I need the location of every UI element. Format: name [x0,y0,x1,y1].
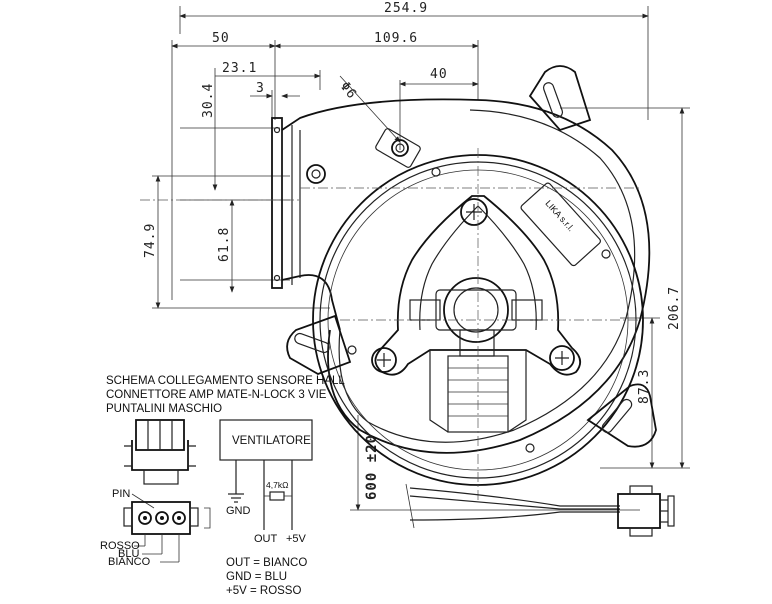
legend-out: OUT = BIANCO [226,557,307,569]
pin-bianco [172,511,186,525]
dim-overall-width: 254.9 [384,1,428,16]
dimension-labels: 254.9 50 109.6 23.1 40 3 30.4 Φ6 74.9 61… [143,1,682,500]
blower-body: LIKA s.r.l. [140,65,657,500]
motor-hub [443,277,509,343]
plus5v-label: +5V [286,533,307,545]
hall-sensor-boss [375,128,421,168]
legend-gnd: GND = BLU [226,571,287,583]
dim-3: 3 [256,81,265,96]
cable-assembly [405,483,675,537]
mount-tab-right [586,383,657,448]
wire-bianco-label: BIANCO [108,556,151,568]
dim-74-9: 74.9 [143,223,158,258]
dim-50: 50 [212,31,230,46]
legend-5v: +5V = ROSSO [226,585,301,597]
dim-phi6: Φ6 [337,79,360,102]
schema-title-line1: SCHEMA COLLEGAMENTO SENSORE HALL [106,375,345,387]
label-plate-text: LIKA s.r.l. [543,198,576,233]
pin-rosso [138,511,152,525]
mount-tab-top [528,65,592,132]
cable-connector [617,493,661,529]
dim-40: 40 [430,67,448,82]
wire-rosso-label: ROSSO [100,540,140,552]
wire-legend: OUT = BIANCO GND = BLU +5V = ROSSO [226,557,307,597]
connector-side-view [124,419,196,485]
dim-cable-length: 600 ±20 [364,434,380,500]
dim-61-8: 61.8 [217,227,232,262]
dim-109-6: 109.6 [374,31,418,46]
pin-blu [155,511,169,525]
pin-label: PIN [112,488,130,500]
wiring-schema: SCHEMA COLLEGAMENTO SENSORE HALL CONNETT… [100,375,345,597]
mount-tab-left [286,314,352,375]
dim-23-1: 23.1 [222,61,257,76]
outlet-screw-hole [306,164,326,184]
resistor-label: 4,7kΩ [266,480,288,490]
dim-30-4: 30.4 [201,83,216,118]
schema-title-line3: PUNTALINI MASCHIO [106,403,222,415]
schema-title-line2: CONNETTORE AMP MATE-N-LOCK 3 VIE [106,389,327,401]
ventilatore-label: VENTILATORE [232,435,311,447]
wire-blu-label: BLU [118,548,139,560]
outlet-flange [271,117,283,289]
pullup-resistor [269,491,285,501]
dim-206-7: 206.7 [667,286,682,330]
gnd-label: GND [226,505,251,517]
ventilatore-box: VENTILATORE GND OUT +5V 4,7kΩ [219,419,313,545]
out-label: OUT [254,533,278,545]
connector-front-view: PIN ROSSO BLU BIANCO [100,488,211,568]
